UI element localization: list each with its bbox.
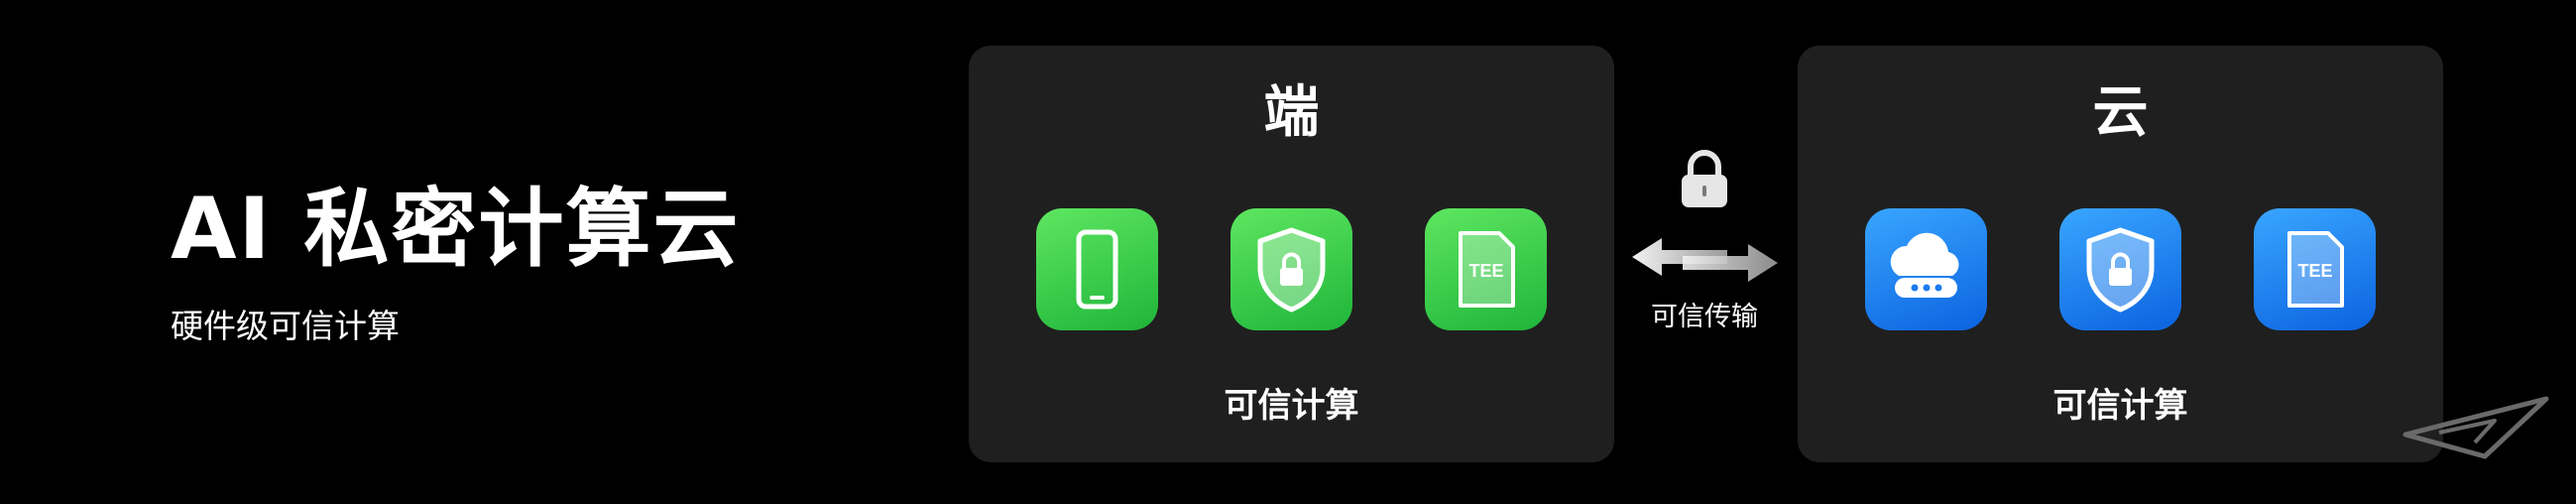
device-panel: 端 TEE 可信计算 [969,46,1614,462]
device-panel-title: 端 [1263,80,1320,145]
headline: AI 私密计算云 硬件级可信计算 [171,187,741,342]
cloud-panel: 云 TEE 可信计算 [1798,46,2443,462]
shield-lock-icon [1230,208,1352,330]
transfer-arrows-icon [1628,226,1782,288]
page-subtitle: 硬件级可信计算 [171,307,400,345]
cloud-panel-caption: 可信计算 [2052,386,2188,426]
shield-lock-icon [2059,208,2181,330]
tee-chip-icon: TEE [2254,208,2376,330]
page-title: AI 私密计算云 [171,180,741,279]
lock-icon [1679,148,1730,209]
cloud-server-icon [1865,208,1987,330]
tee-label: TEE [1468,261,1503,281]
watermark-logo [2400,391,2558,460]
tee-chip-icon: TEE [1425,208,1547,330]
transfer-label: 可信传输 [1651,302,1758,332]
tee-label: TEE [2297,261,2332,281]
cloud-panel-title: 云 [2092,80,2149,145]
device-panel-caption: 可信计算 [1224,386,1359,426]
phone-icon [1036,208,1158,330]
